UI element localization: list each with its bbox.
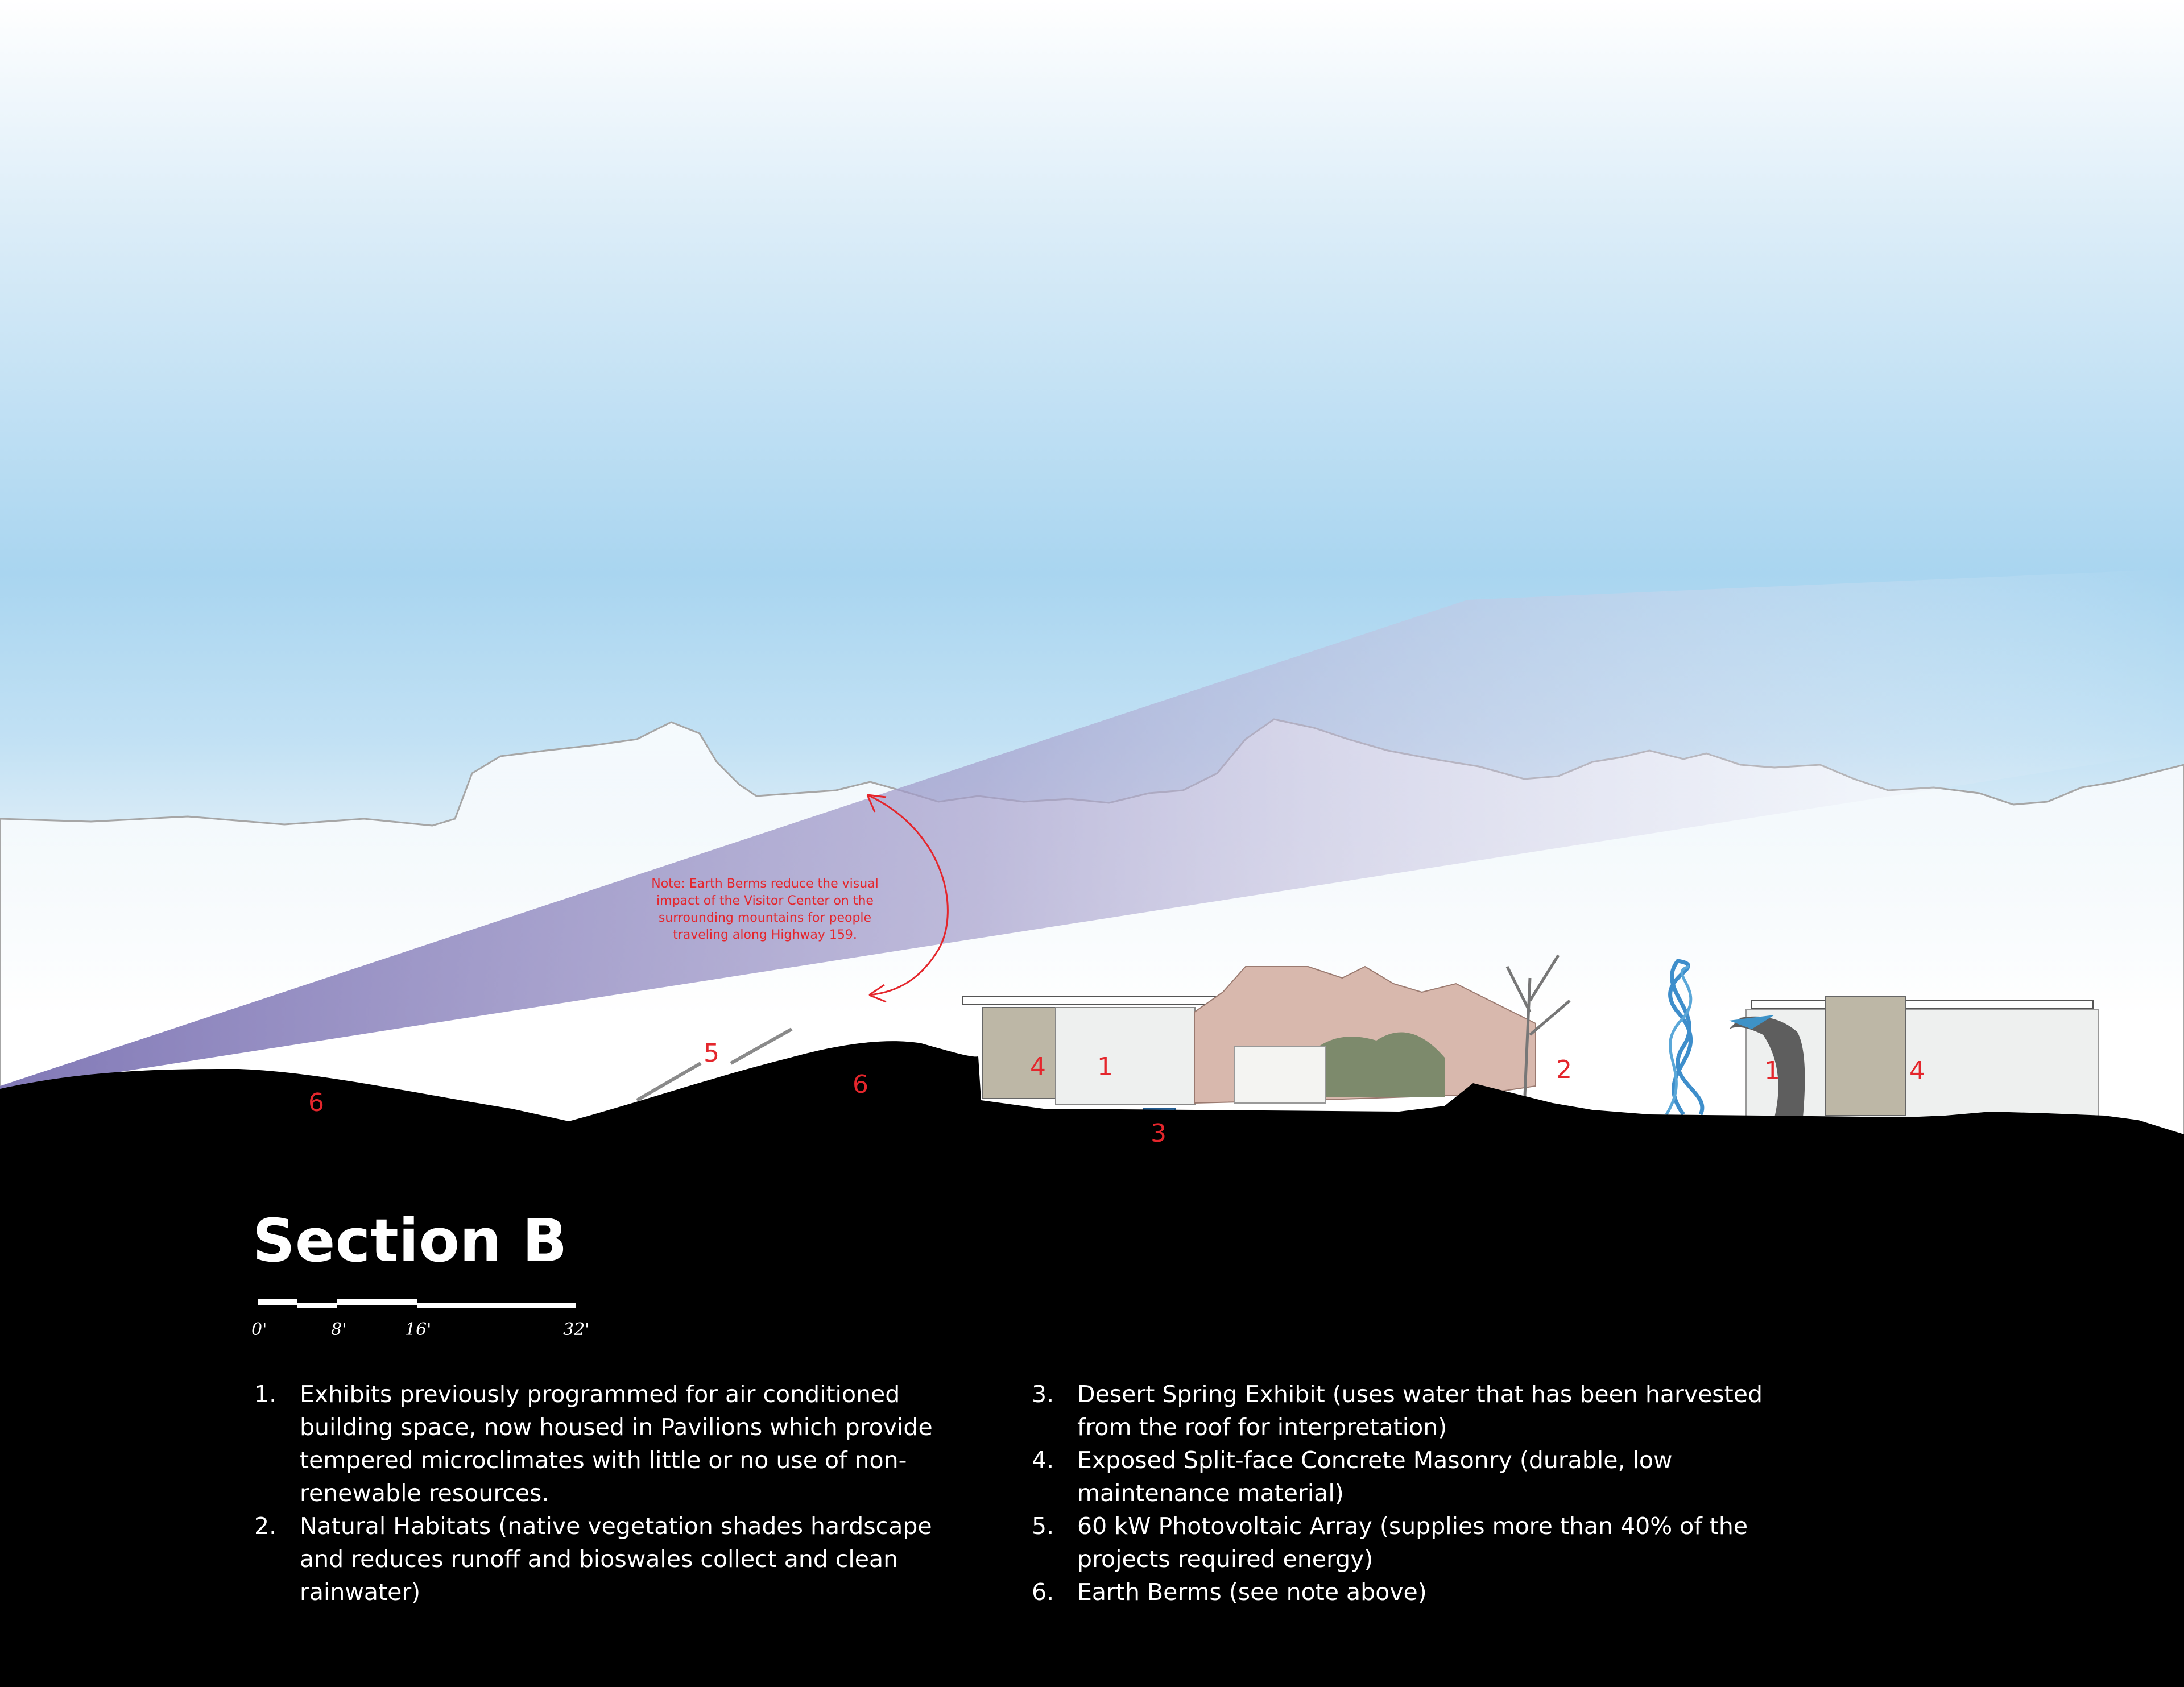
legend-line: Exhibits previously programmed for air c… xyxy=(300,1381,900,1408)
legend-number: 2. xyxy=(254,1512,277,1540)
legend-line: maintenance material) xyxy=(1077,1479,1344,1507)
legend-item: 6. Earth Berms (see note above) xyxy=(1032,1576,1839,1609)
masonry-tower-east xyxy=(1825,996,1906,1116)
arrowhead-bottom xyxy=(868,984,887,1003)
visitor-center-buildings xyxy=(636,954,2099,1124)
legend-line: and reduces runoff and bioswales collect… xyxy=(300,1545,899,1573)
scale-tick: 0' xyxy=(251,1320,267,1340)
legend-line: Desert Spring Exhibit (uses water that h… xyxy=(1077,1381,1763,1408)
callout-3-desert-spring: 3 xyxy=(1151,1119,1167,1148)
legend-line: renewable resources. xyxy=(300,1479,549,1507)
callout-6-berm-left: 6 xyxy=(308,1088,324,1117)
legend-line: rainwater) xyxy=(300,1578,421,1606)
callout-1-pavilion-west: 1 xyxy=(1097,1052,1113,1081)
legend-item: 1. Exhibits previously programmed for ai… xyxy=(254,1378,994,1510)
scale-tick: 16' xyxy=(405,1320,432,1340)
legend-number: 5. xyxy=(1032,1512,1054,1540)
pv-panel-1 xyxy=(636,1062,702,1102)
legend-line: tempered microclimates with little or no… xyxy=(300,1446,907,1474)
legend-line: 60 kW Photovoltaic Array (supplies more … xyxy=(1077,1512,1748,1540)
scale-tick: 32' xyxy=(563,1320,590,1340)
note-line: impact of the Visitor Center on the xyxy=(656,894,874,908)
blue-sculpture xyxy=(1668,959,1705,1116)
masonry-wall-west xyxy=(982,1007,1056,1099)
pv-panel-2 xyxy=(730,1027,793,1065)
legend-line: building space, now housed in Pavilions … xyxy=(300,1414,933,1441)
note-line: traveling along Highway 159. xyxy=(673,928,857,942)
legend-number: 4. xyxy=(1032,1446,1054,1474)
pavilion-east-roof xyxy=(1751,1000,2094,1009)
ground-section xyxy=(0,1041,2184,1687)
legend-line: projects required energy) xyxy=(1077,1545,1374,1573)
legend-line: Natural Habitats (native vegetation shad… xyxy=(300,1512,932,1540)
pavilion-west-roof xyxy=(962,996,1242,1005)
note-line: surrounding mountains for people xyxy=(658,911,872,925)
scale-tick: 8' xyxy=(331,1320,347,1340)
callout-5-pv-array: 5 xyxy=(704,1039,719,1068)
tree-sculpture xyxy=(1729,1016,1805,1117)
callout-1-pavilion-east: 1 xyxy=(1764,1056,1780,1085)
callout-4-masonry-west: 4 xyxy=(1030,1052,1046,1081)
legend-item: 2. Natural Habitats (native vegetation s… xyxy=(254,1510,994,1609)
view-cone xyxy=(0,569,2184,1091)
legend-left-column: 1. Exhibits previously programmed for ai… xyxy=(254,1378,994,1609)
legend-right-column: 3. Desert Spring Exhibit (uses water tha… xyxy=(1032,1378,1839,1609)
legend-number: 1. xyxy=(254,1381,277,1408)
note-line: Note: Earth Berms reduce the visual xyxy=(651,877,879,891)
scale-bar xyxy=(258,1299,576,1308)
bare-tree xyxy=(1505,954,1571,1109)
note-arc xyxy=(867,794,949,996)
legend-number: 6. xyxy=(1032,1578,1054,1606)
legend-number: 3. xyxy=(1032,1381,1054,1408)
legend-line: Exposed Split-face Concrete Masonry (dur… xyxy=(1077,1446,1673,1474)
callout-6-berm-center: 6 xyxy=(853,1070,868,1099)
section-title: Section B xyxy=(253,1206,568,1275)
earth-berm-note: Note: Earth Berms reduce the visual impa… xyxy=(623,876,907,944)
legend-item: 3. Desert Spring Exhibit (uses water tha… xyxy=(1032,1378,1839,1444)
legend-item: 5. 60 kW Photovoltaic Array (supplies mo… xyxy=(1032,1510,1839,1576)
arrowhead-top xyxy=(866,794,887,813)
legend-line: from the roof for interpretation) xyxy=(1077,1414,1447,1441)
callout-2-habitat: 2 xyxy=(1556,1055,1572,1084)
legend-line: Earth Berms (see note above) xyxy=(1077,1578,1427,1606)
callout-4-masonry-east: 4 xyxy=(1909,1056,1925,1085)
legend-item: 4. Exposed Split-face Concrete Masonry (… xyxy=(1032,1444,1839,1510)
